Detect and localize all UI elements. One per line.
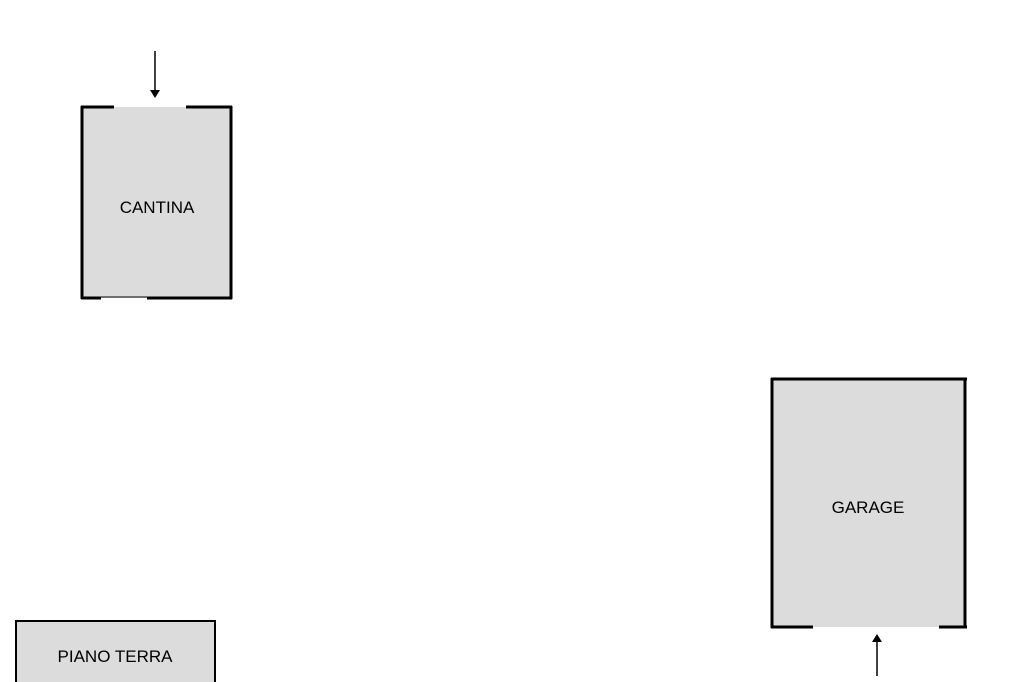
room-cantina: CANTINA [80, 51, 233, 300]
garage-entrance-arrow-head [872, 634, 882, 642]
room-garage: GARAGE [770, 377, 967, 676]
floor-label-box: PIANO TERRA [15, 620, 216, 682]
floor-label-background [15, 620, 216, 682]
cantina-floor [82, 107, 231, 298]
garage-floor [772, 379, 965, 627]
cantina-label: CANTINA [120, 198, 195, 217]
floor-label: PIANO TERRA [58, 647, 174, 666]
cantina-entrance-arrow-head [150, 90, 160, 98]
garage-label: GARAGE [832, 498, 905, 517]
